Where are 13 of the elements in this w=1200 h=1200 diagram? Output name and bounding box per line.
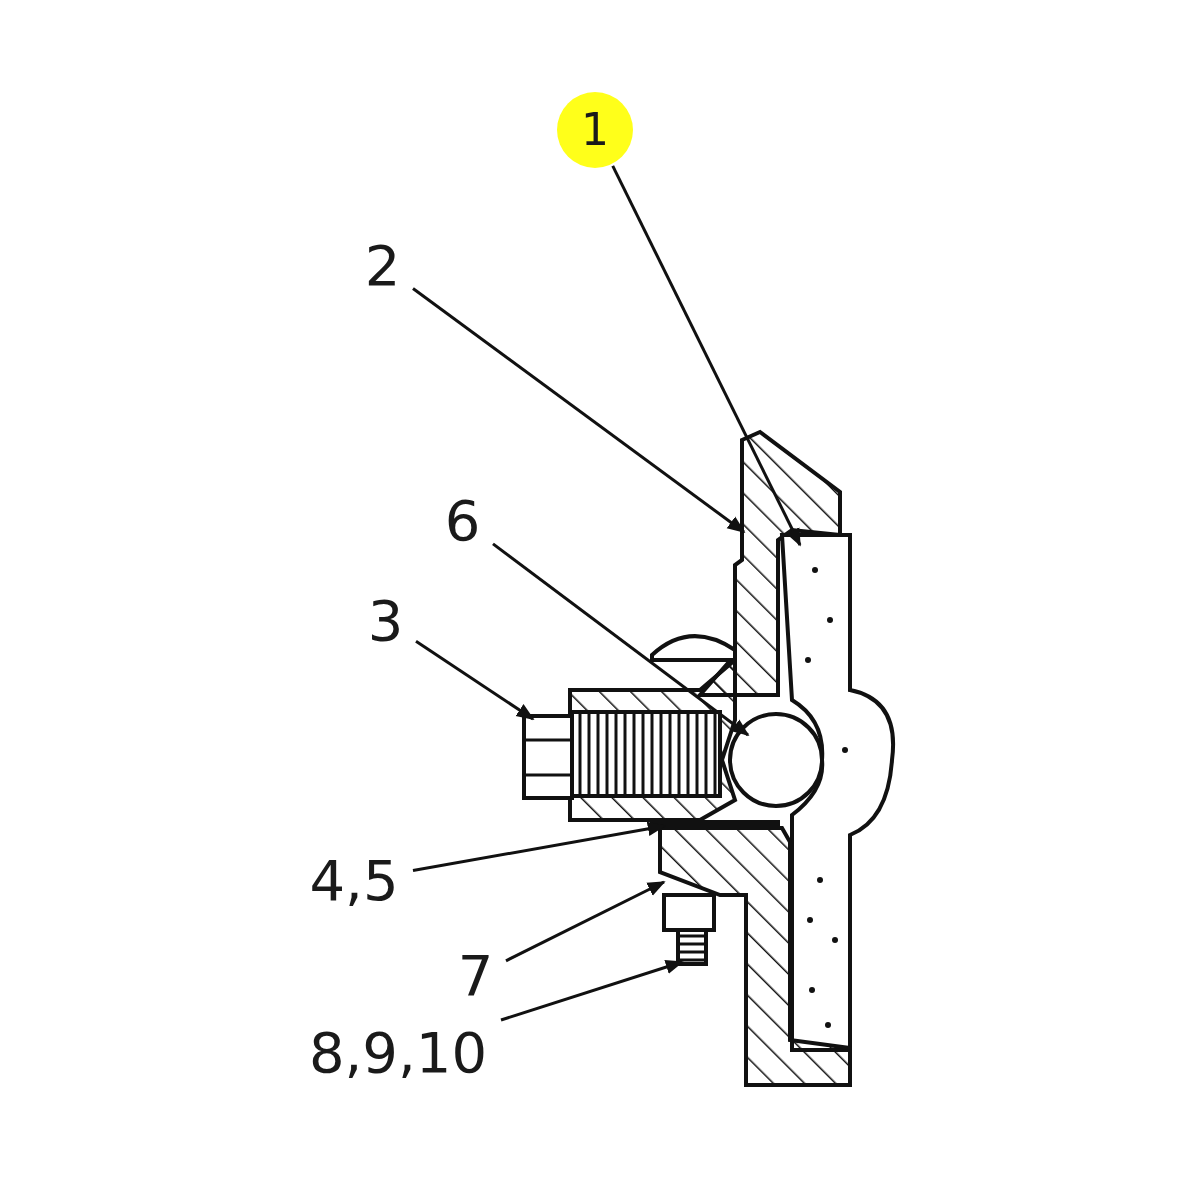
callout-number: 3	[358, 590, 413, 652]
callout-number: 1	[557, 92, 633, 168]
callout-number: 7	[448, 945, 503, 1007]
leader-line	[500, 960, 684, 1022]
callout-number: 6	[435, 490, 490, 552]
callout-number: 4,5	[298, 850, 410, 912]
leader-line	[492, 542, 750, 737]
leader-line	[412, 287, 746, 534]
leader-line	[415, 640, 535, 721]
callout-number: 8,9,10	[298, 1022, 498, 1084]
leader-line	[505, 880, 666, 963]
leader-line	[611, 165, 802, 547]
callout-number: 2	[355, 235, 410, 297]
